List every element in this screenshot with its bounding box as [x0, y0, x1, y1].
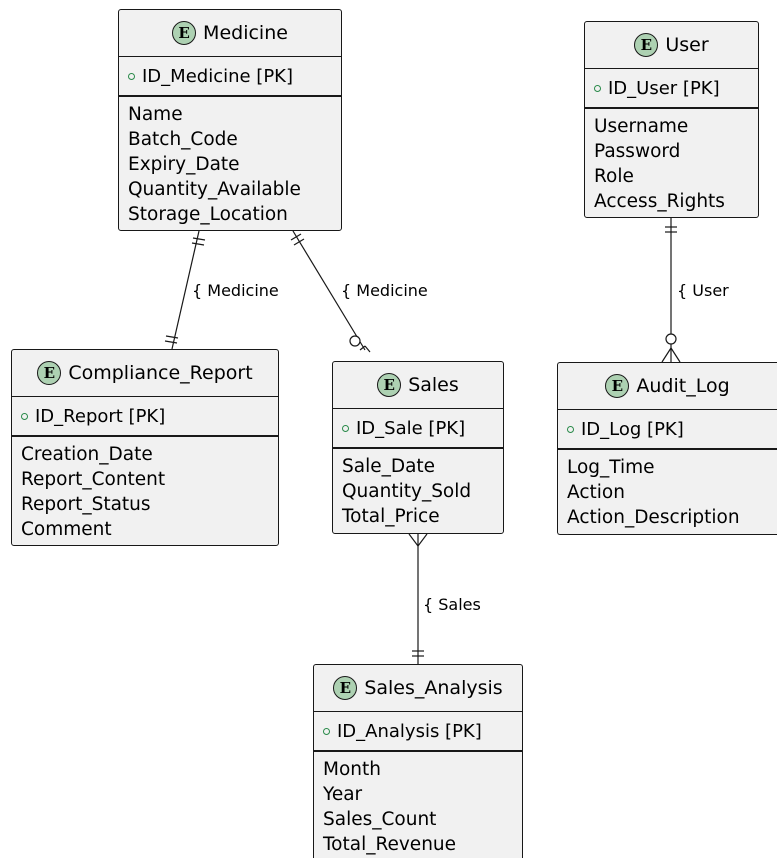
entity-field: Creation_Date	[21, 444, 153, 465]
entity-field: Password	[594, 141, 681, 162]
entity-field: Username	[594, 116, 689, 137]
entity-fields: Creation_Date Report_Content Report_Stat…	[12, 437, 278, 544]
relationship-label-medicine-compliance: { Medicine	[192, 281, 279, 300]
entity-badge-icon: E	[333, 676, 358, 700]
entity-badge-icon: E	[634, 33, 659, 57]
entity-field: Storage_Location	[128, 204, 288, 225]
entity-medicine[interactable]: E Medicine ID_Medicine [PK] Name Batch_C…	[118, 9, 342, 231]
entity-field: Access_Rights	[594, 191, 725, 212]
edge-user-audit-log	[661, 218, 681, 363]
edge-sales-sales-analysis	[408, 533, 428, 664]
entity-fields: Sale_Date Quantity_Sold Total_Price	[333, 449, 503, 531]
entity-badge-icon: E	[37, 361, 62, 385]
relationship-label-sales-analysis: { Sales	[423, 595, 481, 614]
entity-field: Expiry_Date	[128, 154, 240, 175]
entity-sales-analysis[interactable]: E Sales_Analysis ID_Analysis [PK] Month …	[313, 664, 523, 858]
entity-title: Audit_Log	[636, 375, 730, 397]
entity-field: Report_Content	[21, 469, 166, 490]
entity-header: E Sales_Analysis	[314, 665, 522, 711]
entity-field: Comment	[21, 519, 112, 540]
entity-field: Month	[323, 759, 381, 780]
entity-user[interactable]: E User ID_User [PK] Username Password Ro…	[584, 21, 759, 218]
entity-fields: Name Batch_Code Expiry_Date Quantity_Ava…	[119, 97, 341, 229]
primary-key-row: ID_Analysis [PK]	[314, 712, 522, 750]
primary-key-icon	[567, 425, 574, 433]
edge-medicine-compliance-report	[164, 230, 206, 350]
entity-title: Sales	[408, 374, 459, 396]
entity-badge-icon: E	[605, 374, 630, 398]
primary-key-icon	[323, 727, 330, 735]
relationship-label-user-audit: { User	[677, 281, 729, 300]
primary-key-row: ID_Medicine [PK]	[119, 57, 341, 95]
primary-key-icon	[342, 424, 349, 432]
primary-key-row: ID_Sale [PK]	[333, 409, 503, 447]
entity-field: Name	[128, 104, 183, 125]
entity-field: Role	[594, 166, 634, 187]
entity-header: E Medicine	[119, 10, 341, 56]
entity-header: E Audit_Log	[558, 363, 777, 409]
primary-key-label: ID_Sale [PK]	[356, 417, 466, 439]
entity-fields: Month Year Sales_Count Total_Revenue	[314, 752, 522, 859]
entity-badge-icon: E	[172, 21, 197, 45]
entity-title: Sales_Analysis	[364, 677, 503, 699]
entity-audit-log[interactable]: E Audit_Log ID_Log [PK] Log_Time Action …	[557, 362, 777, 535]
primary-key-row: ID_Report [PK]	[12, 397, 278, 435]
primary-key-label: ID_Analysis [PK]	[337, 720, 482, 742]
entity-header: E Compliance_Report	[12, 350, 278, 396]
primary-key-icon	[21, 412, 28, 420]
entity-title: User	[665, 34, 709, 56]
entity-badge-icon: E	[377, 373, 402, 397]
entity-fields: Username Password Role Access_Rights	[585, 109, 758, 216]
relationship-label-medicine-sales: { Medicine	[341, 281, 428, 300]
entity-title: Medicine	[203, 22, 288, 44]
entity-field: Report_Status	[21, 494, 151, 515]
primary-key-row: ID_User [PK]	[585, 69, 758, 107]
entity-field: Log_Time	[567, 457, 655, 478]
entity-sales[interactable]: E Sales ID_Sale [PK] Sale_Date Quantity_…	[332, 361, 504, 534]
primary-key-label: ID_Report [PK]	[35, 405, 166, 427]
primary-key-icon	[128, 72, 135, 80]
entity-field: Total_Revenue	[323, 834, 457, 855]
entity-field: Total_Price	[342, 506, 440, 527]
entity-field: Year	[323, 784, 363, 805]
entity-header: E User	[585, 22, 758, 68]
entity-title: Compliance_Report	[68, 362, 253, 384]
entity-compliance-report[interactable]: E Compliance_Report ID_Report [PK] Creat…	[11, 349, 279, 546]
entity-field: Action_Description	[567, 507, 740, 528]
entity-field: Quantity_Sold	[342, 481, 472, 502]
entity-field: Batch_Code	[128, 129, 238, 150]
entity-header: E Sales	[333, 362, 503, 408]
primary-key-row: ID_Log [PK]	[558, 410, 777, 448]
primary-key-label: ID_Log [PK]	[581, 418, 684, 440]
primary-key-icon	[594, 84, 601, 92]
entity-field: Sale_Date	[342, 456, 436, 477]
entity-fields: Log_Time Action Action_Description	[558, 450, 777, 532]
primary-key-label: ID_Medicine [PK]	[142, 65, 294, 87]
edge-medicine-sales	[290, 230, 371, 353]
entity-field: Sales_Count	[323, 809, 437, 830]
entity-field: Quantity_Available	[128, 179, 301, 200]
primary-key-label: ID_User [PK]	[608, 77, 720, 99]
entity-field: Action	[567, 482, 625, 503]
